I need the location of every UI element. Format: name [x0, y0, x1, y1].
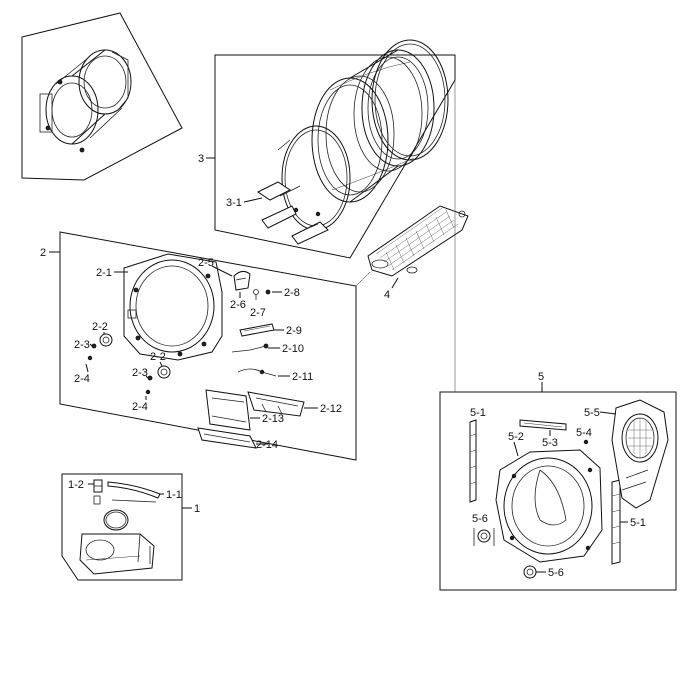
label-2-8: 2-8 — [284, 287, 300, 299]
label-5-6-b: 5-6 — [548, 567, 564, 579]
label-2-2-a: 2-2 — [92, 321, 108, 333]
screw-2-8 — [265, 289, 271, 295]
label-2-1: 2-1 — [96, 267, 112, 279]
part-2-12 — [247, 391, 305, 417]
label-5: 5 — [538, 371, 544, 383]
bracket-5-3 — [519, 419, 567, 431]
label-2-12: 2-12 — [320, 403, 342, 415]
group-1-duct: 1 1-2 1-1 — [61, 473, 200, 581]
group-3-drum: 3 — [198, 39, 456, 259]
label-2-4-b: 2-4 — [132, 401, 148, 413]
label-2-4-a: 2-4 — [74, 373, 90, 385]
rear-bulkhead — [495, 449, 603, 563]
label-2-7: 2-7 — [250, 307, 266, 319]
label-2-14: 2-14 — [256, 439, 278, 451]
label-4: 4 — [384, 289, 390, 301]
label-2-5: 2-5 — [198, 257, 214, 269]
part-2-10 — [231, 343, 269, 353]
label-5-5: 5-5 — [584, 407, 600, 419]
part-2-11 — [237, 368, 277, 377]
duct-cover-5-5 — [611, 399, 669, 509]
label-5-6-a: 5-6 — [472, 513, 488, 525]
connector-lines — [355, 80, 456, 392]
roller-set-a — [87, 333, 113, 361]
label-2-11: 2-11 — [292, 371, 313, 383]
front-bulkhead — [123, 253, 223, 361]
label-2-2-b: 2-2 — [150, 351, 166, 363]
label-1-2: 1-2 — [68, 479, 84, 491]
label-2-6: 2-6 — [230, 299, 246, 311]
label-2: 2 — [40, 247, 46, 259]
part-1-1 — [107, 481, 161, 503]
assembly-preview — [21, 12, 183, 181]
part-2-14 — [197, 427, 257, 449]
label-2-3-b: 2-3 — [132, 367, 148, 379]
door-switch-part — [233, 270, 251, 291]
label-3: 3 — [198, 153, 204, 165]
label-2-9: 2-9 — [286, 325, 302, 337]
label-5-2: 5-2 — [508, 431, 524, 443]
label-2-13: 2-13 — [262, 413, 284, 425]
label-1-1: 1-1 — [166, 489, 182, 501]
drum-rear-ring — [371, 39, 449, 161]
rail-5-1-right — [611, 479, 621, 565]
label-2-3-a: 2-3 — [74, 339, 90, 351]
drum-lifters — [257, 181, 329, 245]
label-5-3: 5-3 — [542, 437, 558, 449]
label-5-1-a: 5-1 — [470, 407, 486, 419]
part-1-2 — [93, 479, 103, 505]
roller-5-6-a — [473, 528, 495, 546]
label-5-4: 5-4 — [576, 427, 592, 439]
label-3-1: 3-1 — [226, 197, 242, 209]
duct-gasket — [103, 509, 129, 531]
screw-2-7 — [253, 289, 259, 300]
label-2-10: 2-10 — [282, 343, 304, 355]
part-2-13 — [205, 389, 251, 431]
filter-mesh — [375, 207, 459, 271]
group-2-front-assembly: 2 2-1 2-5 2-6 2-7 — [40, 231, 357, 461]
part-4-lint-filter: 4 — [367, 205, 469, 301]
duct-body — [79, 533, 155, 575]
preview-drum — [39, 49, 132, 153]
rail-5-1-left — [469, 419, 477, 503]
group-5-rear-assembly: 5 5-1 5-1 5-3 — [439, 371, 677, 591]
label-5-1-b: 5-1 — [630, 517, 646, 529]
label-1: 1 — [194, 503, 200, 515]
